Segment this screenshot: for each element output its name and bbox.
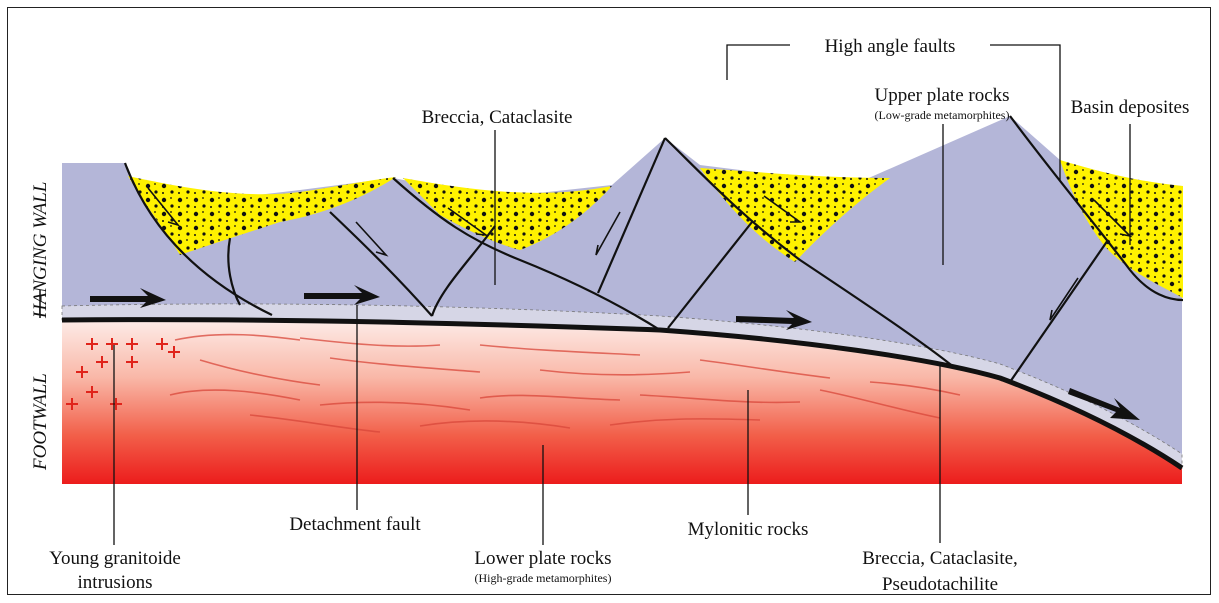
footwall-label: FOOTWALL: [30, 373, 51, 471]
detachment-fault-label: Detachment fault: [289, 514, 421, 535]
breccia-bottom-label-2: Pseudotachilite: [882, 574, 998, 595]
young-granitoide-label-2: intrusions: [78, 572, 153, 593]
breccia-top-label: Breccia, Cataclasite: [422, 107, 573, 128]
high-angle-faults-label: High angle faults: [825, 36, 956, 57]
mylonitic-rocks-label: Mylonitic rocks: [688, 519, 809, 540]
breccia-bottom-label-1: Breccia, Cataclasite,: [862, 548, 1018, 569]
basin-deposits-label: Basin deposites: [1071, 97, 1190, 118]
lower-plate-sub-label: (High-grade metamorphites): [475, 571, 612, 585]
hanging-wall-label: HANGING WALL: [30, 182, 51, 319]
lower-plate-label: Lower plate rocks: [474, 548, 611, 569]
young-granitoide-label-1: Young granitoide: [49, 548, 181, 569]
upper-plate-label: Upper plate rocks: [874, 85, 1009, 106]
upper-plate-sub-label: (Low-grade metamorphites): [875, 108, 1010, 122]
